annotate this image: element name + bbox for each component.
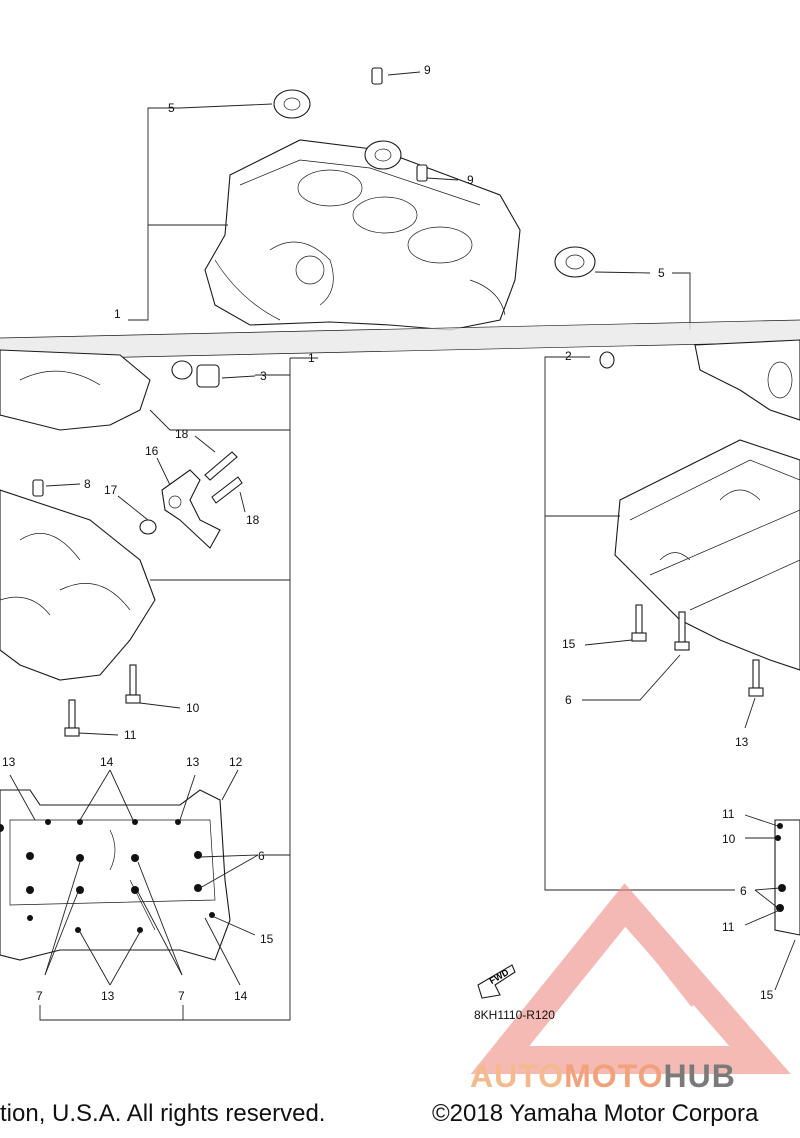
callout-12: 12	[229, 755, 243, 769]
callout-1-top: 1	[114, 307, 121, 321]
callout-7-a: 7	[36, 989, 43, 1003]
callout-11-right-upper: 11	[722, 807, 735, 821]
callout-16: 16	[145, 444, 159, 458]
crankcase-upper-right	[694, 339, 800, 421]
callout-9-top: 9	[424, 63, 431, 77]
fwd-arrow-icon: FWD	[477, 964, 516, 999]
bolt-18-a	[204, 451, 238, 481]
bolt-10-left	[125, 664, 141, 704]
footer-copyright-right: ©2018 Yamaha Motor Corpora	[432, 1100, 759, 1127]
callout-labels: 9 5 9 5 1 1 2 3 18 16 8 17 18 10 11 13 1…	[2, 63, 774, 1003]
reference-code: 8KH1110-R120	[474, 1008, 555, 1022]
callout-10-left: 10	[186, 701, 200, 715]
dowel-pin-top	[371, 67, 383, 85]
callout-15-left: 15	[260, 932, 274, 946]
oil-plug	[171, 360, 220, 388]
bolt-dots-right	[775, 823, 786, 912]
bolt-6-right	[674, 611, 690, 651]
callout-13-a: 13	[2, 755, 16, 769]
bolt-13-right	[748, 659, 764, 697]
callout-6-right-upper: 6	[565, 693, 572, 707]
cylinder-block	[204, 139, 521, 331]
crankcase-bottom-plate	[0, 789, 231, 961]
watermark-part2: MOTO	[564, 1058, 664, 1094]
callout-15-right-lower: 15	[760, 988, 774, 1002]
callout-14-a: 14	[100, 755, 114, 769]
callout-18-a: 18	[175, 427, 189, 441]
callout-11-right-lower: 11	[722, 920, 735, 934]
callout-13-c: 13	[101, 989, 115, 1003]
watermark-part1: AUTO	[470, 1058, 565, 1094]
bolt-18-b	[211, 476, 243, 504]
sensor-bracket	[161, 469, 221, 549]
right-plug	[599, 351, 615, 369]
watermark-brand: AUTOMOTOHUB	[470, 1058, 736, 1095]
callout-7-b: 7	[178, 989, 185, 1003]
crankcase-upper-left	[0, 349, 151, 431]
callout-1-mid: 1	[308, 351, 315, 365]
crankcase-lower-right	[614, 439, 800, 671]
callout-11-left: 11	[124, 728, 137, 742]
callout-5-right: 5	[658, 266, 665, 280]
callout-6-right-lower: 6	[740, 884, 747, 898]
callout-3: 3	[260, 369, 267, 383]
dowel-pin-mid	[416, 164, 428, 182]
callout-8: 8	[84, 477, 91, 491]
callout-15-right-upper: 15	[562, 637, 576, 651]
callout-14-b: 14	[234, 989, 248, 1003]
bolt-11-left	[64, 699, 80, 737]
watermark-part3: HUB	[663, 1058, 736, 1094]
bolt-15-right	[631, 604, 647, 642]
callout-6-left: 6	[258, 849, 265, 863]
callout-10-right: 10	[722, 832, 736, 846]
bushing-right	[554, 246, 596, 278]
bushing-left	[273, 89, 311, 119]
bushing-top	[364, 140, 402, 170]
o-ring	[139, 519, 157, 535]
callout-2: 2	[565, 349, 572, 363]
footer-copyright-left: tion, U.S.A. All rights reserved.	[0, 1100, 326, 1127]
crankcase-lower-left	[0, 489, 156, 681]
callout-18-b: 18	[246, 513, 260, 527]
bolt-dots-left	[0, 819, 215, 933]
callout-9-mid: 9	[467, 173, 474, 187]
callout-17: 17	[104, 483, 118, 497]
callout-13-b: 13	[186, 755, 200, 769]
callout-13-right: 13	[735, 735, 749, 749]
callout-5-left: 5	[168, 101, 175, 115]
watermark-logo	[470, 883, 791, 1074]
dowel-pin-8	[32, 479, 44, 497]
